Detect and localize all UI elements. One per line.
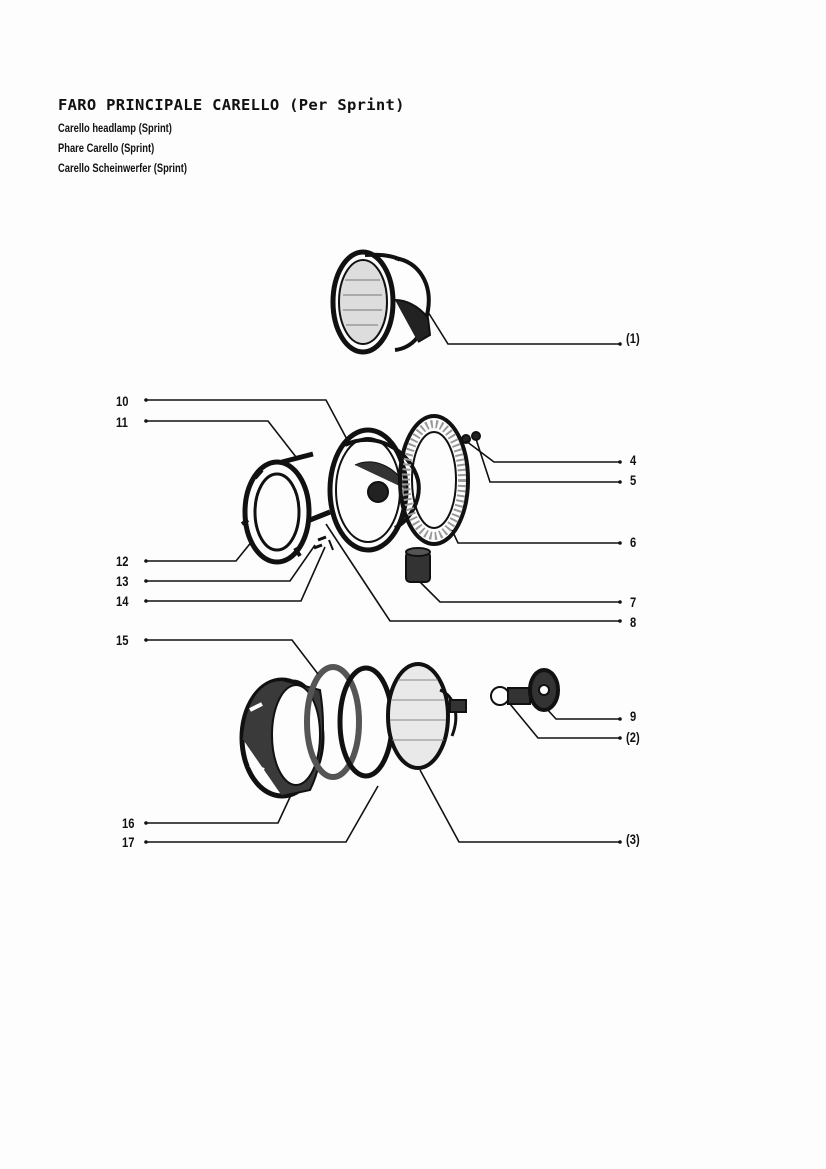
subtitle-german: Carello Scheinwerfer (Sprint): [58, 161, 187, 175]
callout-1: (1): [626, 330, 640, 346]
lamp-socket-illustration: [405, 547, 431, 583]
callout-15: 15: [116, 632, 129, 648]
mounting-ring-illustration: [240, 459, 312, 565]
lens-unit-illustration: [386, 662, 467, 770]
small-spring-parts-illustration: [309, 509, 334, 551]
callout-11: 11: [116, 414, 128, 430]
callout-4: 4: [630, 452, 637, 468]
callout-7: 7: [630, 594, 637, 610]
nut-illustration: [461, 434, 471, 444]
callout-3: (3): [626, 831, 640, 847]
leader-dots: [144, 342, 622, 844]
callout-14: 14: [116, 593, 129, 609]
callout-8: 8: [630, 614, 637, 630]
callout-6: 6: [630, 534, 637, 550]
assembled-headlamp-illustration: [330, 249, 432, 355]
page-title: FARO PRINCIPALE CARELLO (Per Sprint): [58, 96, 405, 114]
callout-10: 10: [116, 393, 129, 409]
bulb-holder-illustration: [490, 668, 560, 712]
seal-ring-illustration: [304, 664, 362, 780]
callout-5: 5: [630, 472, 637, 488]
callout-9: 9: [630, 708, 637, 724]
callout-2: (2): [626, 729, 640, 745]
callout-12: 12: [116, 553, 129, 569]
gasket-ring-illustration: [398, 414, 470, 546]
screw-illustration: [281, 451, 314, 465]
leader-lines: [146, 311, 620, 843]
callout-13: 13: [116, 573, 129, 589]
callout-17: 17: [122, 834, 135, 850]
retaining-ring-illustration: [337, 665, 395, 779]
subtitle-english: Carello headlamp (Sprint): [58, 121, 172, 135]
callout-16: 16: [122, 815, 135, 831]
subtitle-french: Phare Carello (Sprint): [58, 141, 155, 155]
washer-illustration: [471, 431, 481, 441]
